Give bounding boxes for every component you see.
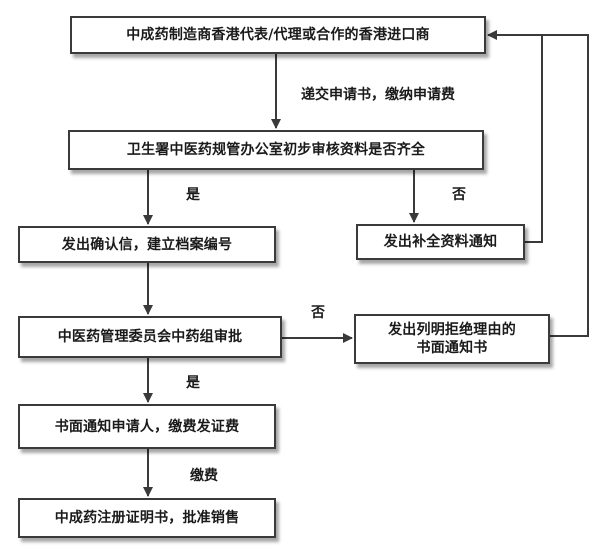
node-applicant-notified: 书面通知申请人，缴费发证费 <box>18 404 276 449</box>
arrow-supplement-loop-back <box>487 30 543 243</box>
node-supplement-notice-text: 发出补全资料通知 <box>383 234 498 250</box>
node-supplement-notice: 发出补全资料通知 <box>356 224 525 260</box>
node-committee-review-text: 中医药管理委员会中药组审批 <box>57 329 243 345</box>
node-rejection-notice-line1: 发出列明拒绝理由的 <box>388 322 516 338</box>
node-applicant-text: 中成药制造商香港代表/代理或合作的香港进口商 <box>126 27 430 43</box>
edge-label-submit: 递交申请书，缴纳申请费 <box>301 87 455 103</box>
edge-label-yes-2: 是 <box>186 375 200 391</box>
node-certificate: 中成药注册证明书，批准销售 <box>18 498 276 538</box>
edge-label-yes-1: 是 <box>186 187 200 203</box>
node-initial-review-text: 卫生署中医药规管办公室初步审核资料是否齐全 <box>126 142 426 158</box>
arrow-rejection-loop-back <box>542 34 589 337</box>
node-applicant: 中成药制造商香港代表/代理或合作的香港进口商 <box>70 16 486 54</box>
node-committee-review: 中医药管理委员会中药组审批 <box>18 316 282 358</box>
node-certificate-text: 中成药注册证明书，批准销售 <box>54 510 240 526</box>
node-confirmation-text: 发出确认信，建立档案编号 <box>61 236 233 253</box>
node-initial-review: 卫生署中医药规管办公室初步审核资料是否齐全 <box>68 130 484 170</box>
edge-label-no-1: 否 <box>452 187 466 203</box>
node-rejection-notice: 发出列明拒绝理由的 书面通知书 <box>354 314 550 364</box>
node-confirmation: 发出确认信，建立档案编号 <box>18 226 276 263</box>
edge-label-pay: 缴费 <box>190 468 218 484</box>
node-rejection-notice-line2: 书面通知书 <box>416 340 488 356</box>
node-applicant-notified-text: 书面通知申请人，缴费发证费 <box>54 418 240 435</box>
edge-label-no-2: 否 <box>311 305 325 321</box>
